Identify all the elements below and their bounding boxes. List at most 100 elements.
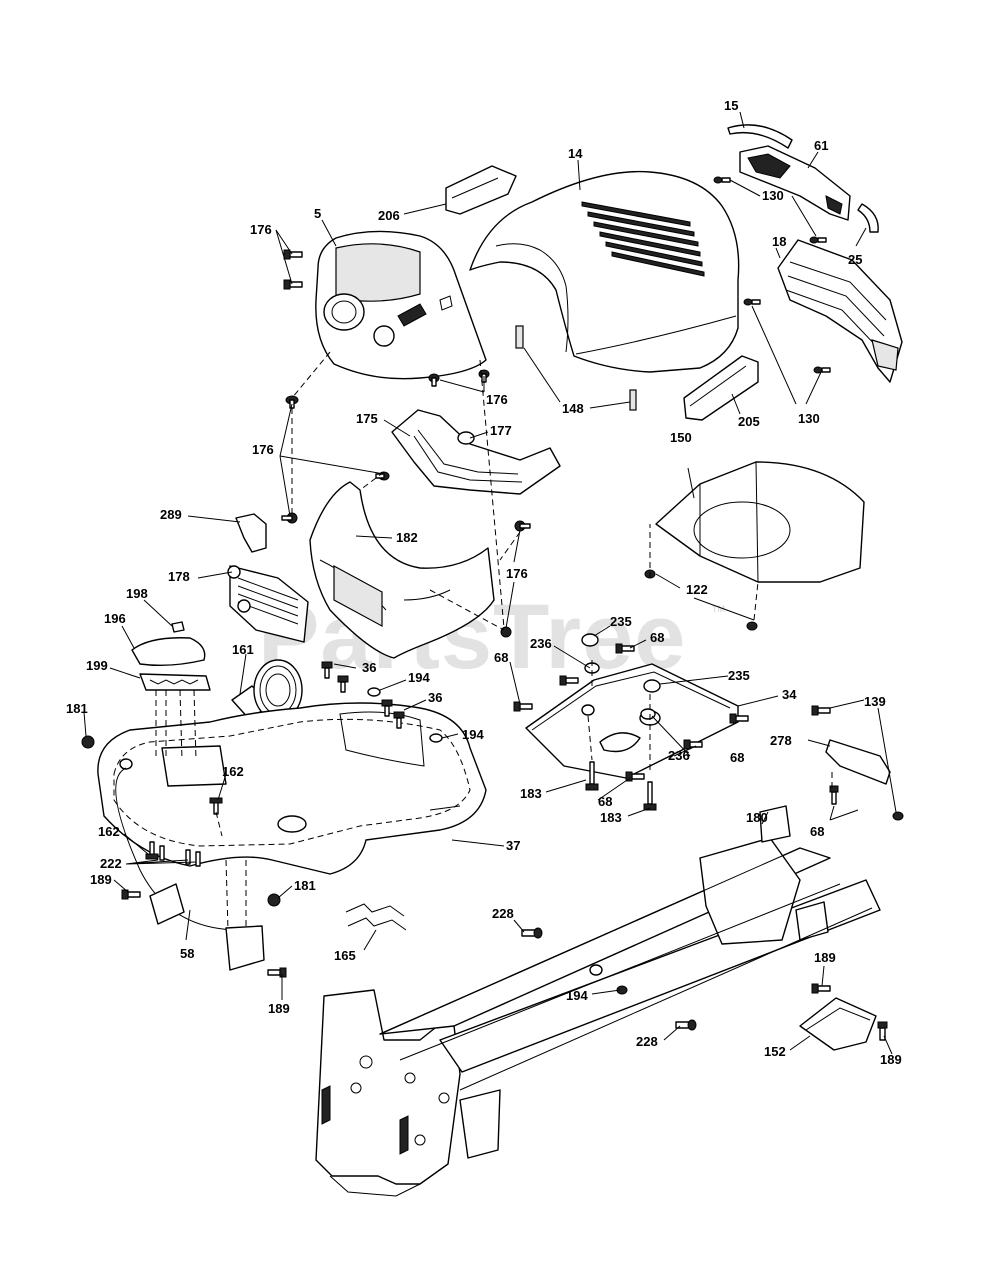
bolt-68-6 xyxy=(729,713,749,724)
callout-198: 198 xyxy=(126,586,148,601)
screw-222-2 xyxy=(185,849,191,865)
spacer-236-2 xyxy=(640,708,656,720)
bolt-68-2 xyxy=(559,675,579,686)
nut-139-2 xyxy=(892,811,904,821)
part-175-bracket[interactable] xyxy=(391,409,561,495)
part-199-plate[interactable] xyxy=(139,673,211,691)
part-5-dash-panel[interactable] xyxy=(315,230,487,380)
callout-148: 148 xyxy=(562,401,584,416)
screw-176-3 xyxy=(428,373,440,387)
callout-199: 199 xyxy=(86,658,108,673)
screw-222-1 xyxy=(159,845,165,861)
nut-194-1 xyxy=(367,687,381,697)
part-180-frame[interactable] xyxy=(315,805,881,1197)
part-196-cover-plate[interactable] xyxy=(131,637,206,667)
part-58-wire-harness[interactable] xyxy=(115,767,265,971)
bolt-228-2 xyxy=(675,1019,697,1031)
part-61-headlight-bracket[interactable] xyxy=(739,145,851,221)
callout-176: 176 xyxy=(252,442,274,457)
callout-165: 165 xyxy=(334,948,356,963)
callout-183: 183 xyxy=(600,810,622,825)
screw-162-2 xyxy=(145,841,159,860)
bolt-139-1 xyxy=(811,705,831,716)
callout-130: 130 xyxy=(762,188,784,203)
callout-37: 37 xyxy=(506,838,520,853)
callout-189: 189 xyxy=(814,950,836,965)
part-152-cover[interactable] xyxy=(799,997,877,1051)
part-206-cover[interactable] xyxy=(445,165,517,215)
callout-289: 289 xyxy=(160,507,182,522)
part-15-trim-strip[interactable] xyxy=(727,124,793,149)
part-182-lower-dash[interactable] xyxy=(309,481,495,659)
screw-130-3 xyxy=(743,298,761,306)
callout-25: 25 xyxy=(848,252,862,267)
callout-175: 175 xyxy=(356,411,378,426)
bolt-189-4 xyxy=(877,1021,888,1041)
callout-68: 68 xyxy=(598,794,612,809)
callout-189: 189 xyxy=(880,1052,902,1067)
bolt-183-2 xyxy=(643,781,657,811)
screw-36-3 xyxy=(381,699,393,717)
part-25-trim-strip[interactable] xyxy=(857,203,879,233)
callout-176: 176 xyxy=(486,392,508,407)
part-37-fender[interactable] xyxy=(97,702,487,875)
part-177-clip[interactable] xyxy=(457,431,475,445)
assembly-dashed-lines xyxy=(155,351,833,931)
screw-181-1 xyxy=(81,735,95,749)
screw-36-4 xyxy=(393,711,405,729)
bolt-68-4 xyxy=(683,739,703,750)
part-289-clip[interactable] xyxy=(235,513,267,553)
bolt-189-2 xyxy=(267,967,287,978)
callout-15: 15 xyxy=(724,98,738,113)
screw-176-2 xyxy=(283,279,303,290)
callout-5: 5 xyxy=(314,206,321,221)
callout-122: 122 xyxy=(686,582,708,597)
part-18-grille[interactable] xyxy=(777,239,903,383)
callout-181: 181 xyxy=(294,878,316,893)
nut-194-2 xyxy=(429,733,443,743)
callout-34: 34 xyxy=(782,687,797,702)
callout-236: 236 xyxy=(668,748,690,763)
callout-68: 68 xyxy=(810,824,824,839)
callout-68: 68 xyxy=(730,750,744,765)
bolt-68-3 xyxy=(513,701,533,712)
callout-161: 161 xyxy=(232,642,254,657)
bolt-68-1 xyxy=(615,643,635,654)
callout-206: 206 xyxy=(378,208,400,223)
part-278-bracket[interactable] xyxy=(825,739,891,785)
leader-lines xyxy=(83,111,897,1055)
screw-222-3 xyxy=(195,851,201,867)
screw-36-2 xyxy=(337,675,349,693)
callout-61: 61 xyxy=(814,138,828,153)
screw-122-2 xyxy=(746,621,758,631)
part-150-seat-pan[interactable] xyxy=(655,461,865,583)
callout-222: 222 xyxy=(100,856,122,871)
callout-235: 235 xyxy=(728,668,750,683)
callout-150: 150 xyxy=(670,430,692,445)
part-148-spacer[interactable] xyxy=(515,325,637,411)
callout-205: 205 xyxy=(738,414,760,429)
part-205-cover[interactable] xyxy=(683,355,759,421)
part-198-decal[interactable] xyxy=(171,621,185,633)
callout-68: 68 xyxy=(650,630,664,645)
part-34-mounting-plate[interactable] xyxy=(525,663,739,779)
screw-181-2 xyxy=(267,893,281,907)
callout-176: 176 xyxy=(250,222,272,237)
callout-58: 58 xyxy=(180,946,194,961)
bolt-68-7 xyxy=(829,785,839,805)
washer-235-2 xyxy=(643,679,661,693)
callout-178: 178 xyxy=(168,569,190,584)
part-14-hood[interactable] xyxy=(469,170,740,373)
callout-194: 194 xyxy=(462,727,484,742)
callout-181: 181 xyxy=(66,701,88,716)
callout-278: 278 xyxy=(770,733,792,748)
callout-183: 183 xyxy=(520,786,542,801)
screw-176-8 xyxy=(514,520,531,532)
part-165-spring-clip[interactable] xyxy=(345,903,407,931)
callout-228: 228 xyxy=(636,1034,658,1049)
callout-162: 162 xyxy=(98,824,120,839)
screw-36-1 xyxy=(321,661,333,679)
callout-196: 196 xyxy=(104,611,126,626)
screw-176-1 xyxy=(283,249,303,260)
part-178-vent-panel[interactable] xyxy=(227,565,309,643)
